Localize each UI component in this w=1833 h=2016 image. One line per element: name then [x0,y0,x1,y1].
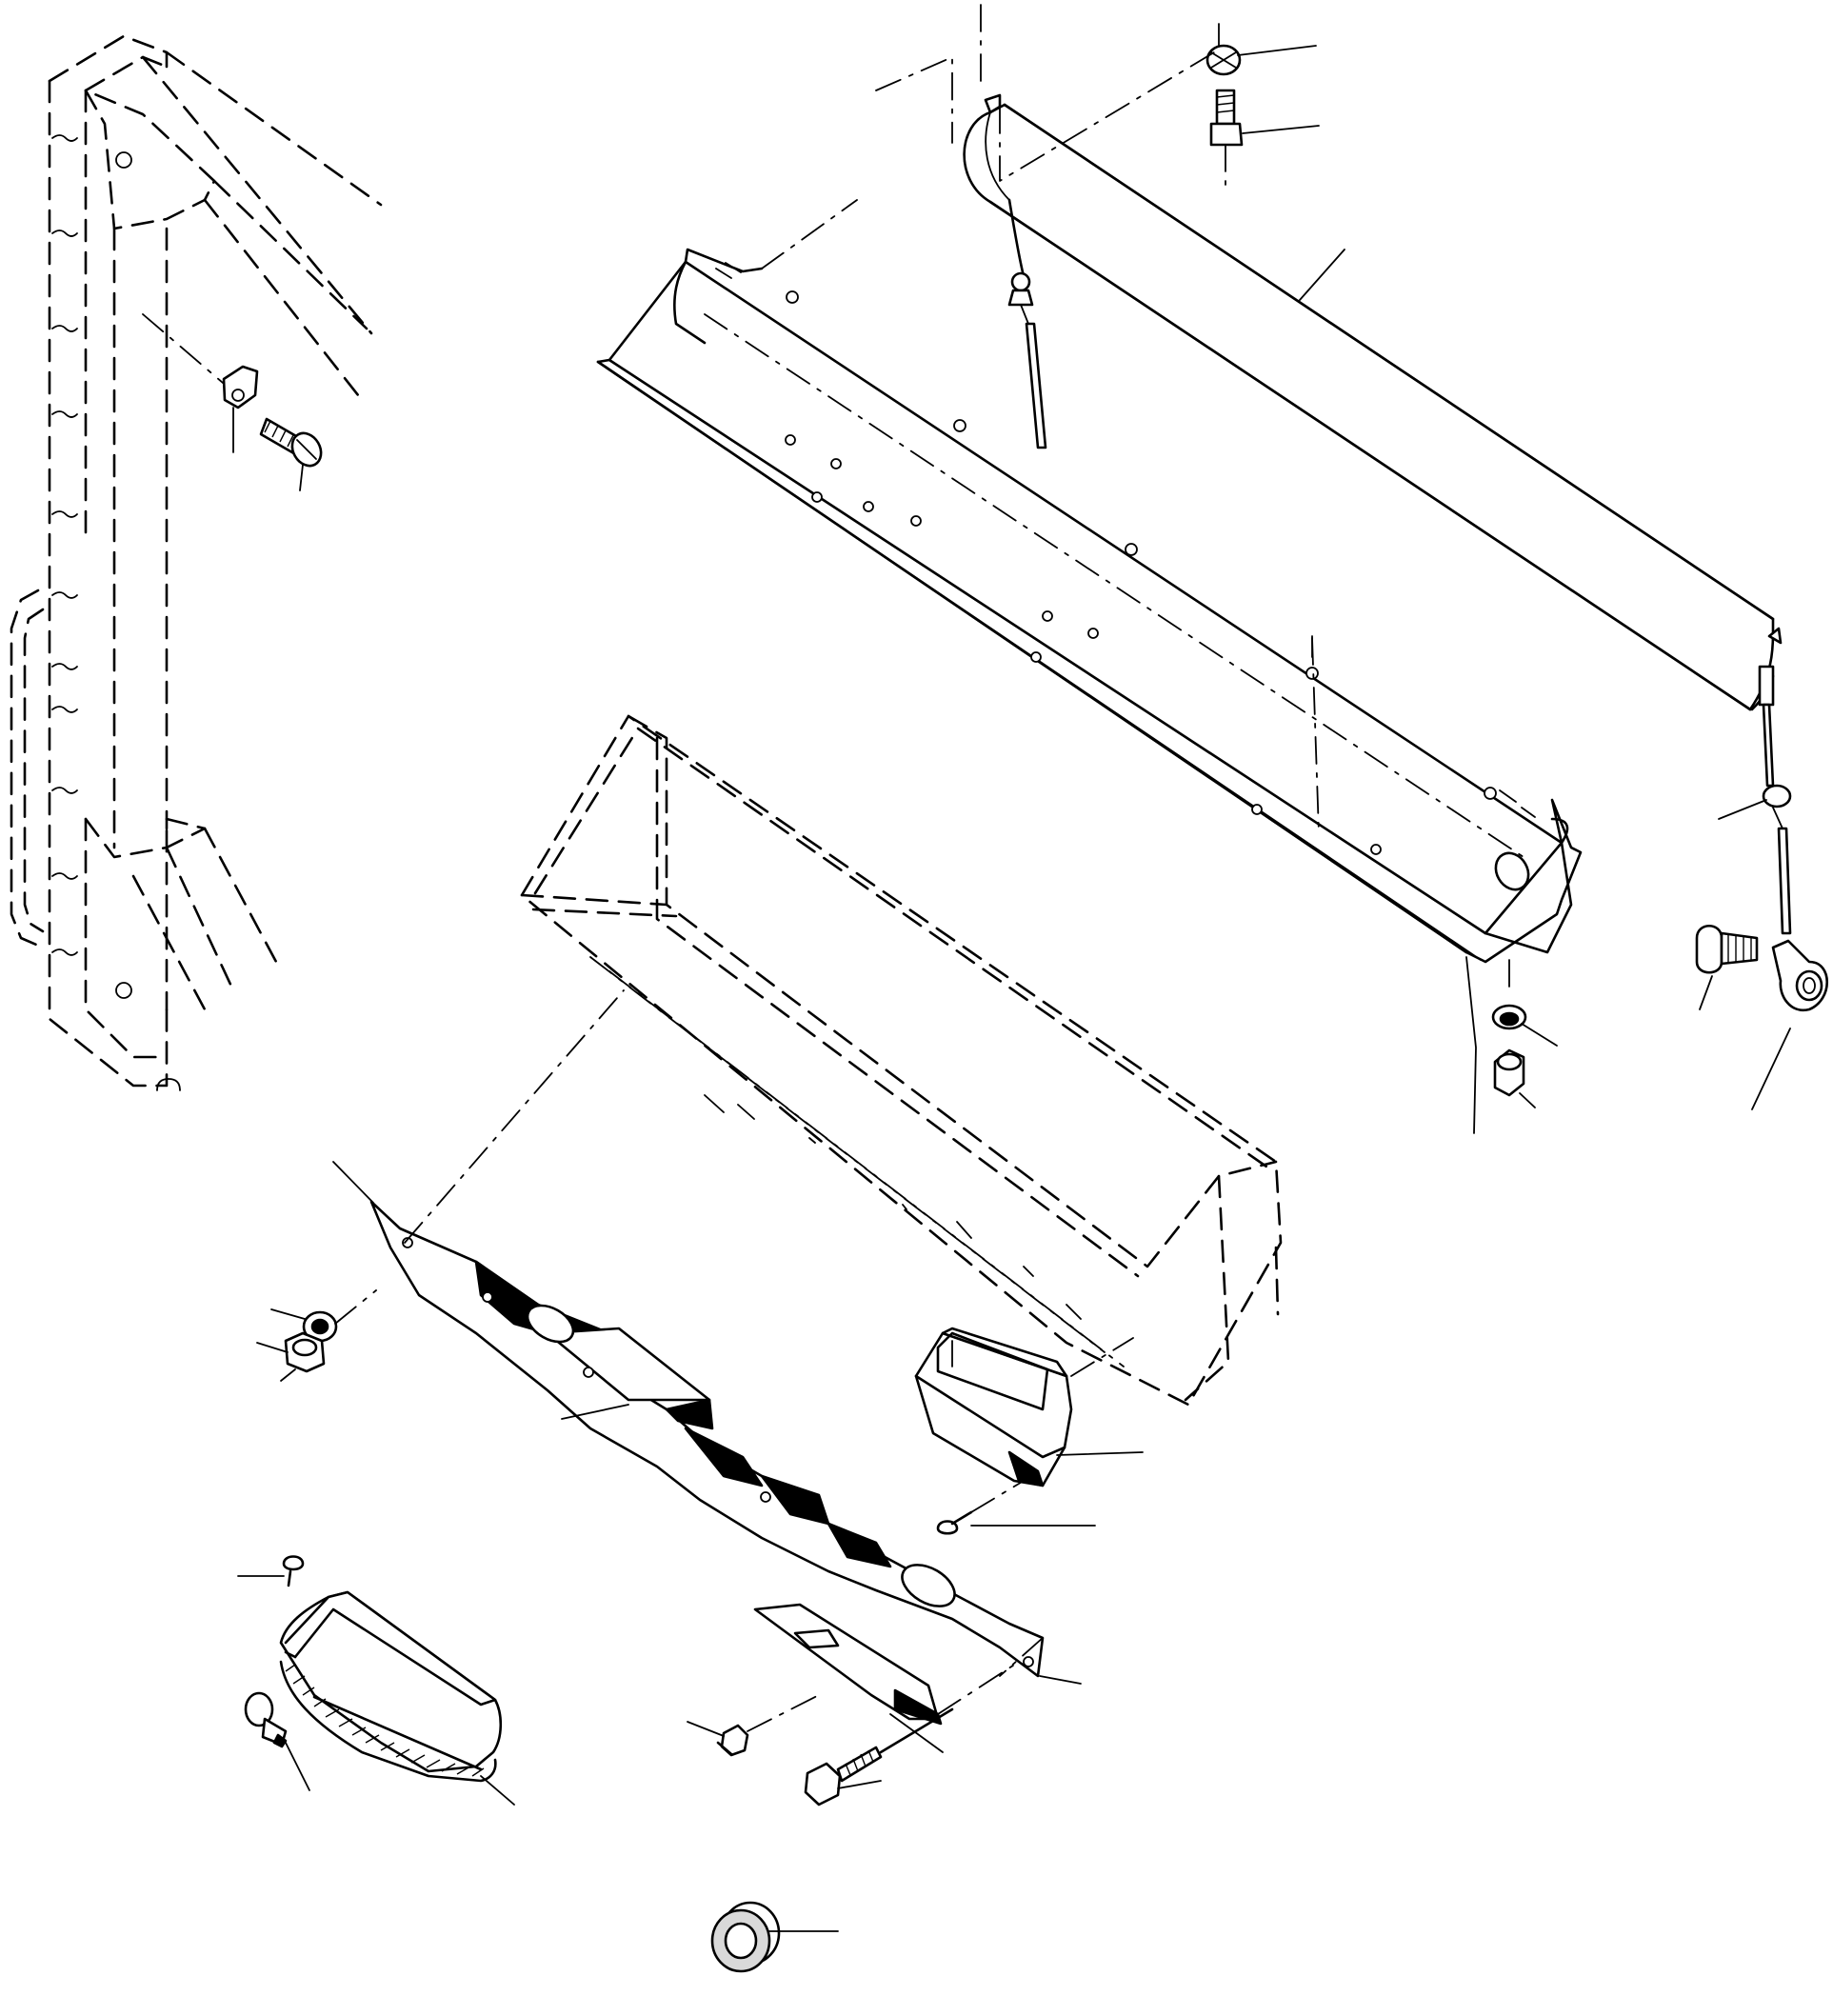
lower-flat-washer [1491,959,1558,1047]
rod-end-bolt [1695,924,1759,1010]
cab-frame-post [10,34,383,1091]
rubber-grommet [710,1901,839,1973]
lower-hex-nut [1493,1048,1536,1108]
dome-lamp [279,1590,515,1806]
guide-rod-right [1718,665,1792,935]
mounting-channel [596,56,1583,1134]
top-cap-washer [1205,23,1317,76]
rod-end-eye [1751,939,1829,1110]
air-vent-nozzle [914,1327,1144,1487]
guide-rod-left [1007,271,1047,449]
top-cap-bolt [1209,89,1320,187]
rubber-retainer [142,313,259,453]
vent-screw [936,1480,1096,1535]
retainer-screw [259,417,323,491]
plate-tapping-screw [804,1707,954,1806]
bracket-nut [256,1331,326,1382]
lamp-lens-screw [237,1555,305,1587]
lamp-bracket [332,989,1082,1685]
headliner-console [520,714,1283,1407]
roller-blind-housing [963,4,1783,711]
lamp-bulb [244,1691,310,1791]
bracket-washer [270,1289,377,1343]
plate-push-clip [687,1694,820,1757]
